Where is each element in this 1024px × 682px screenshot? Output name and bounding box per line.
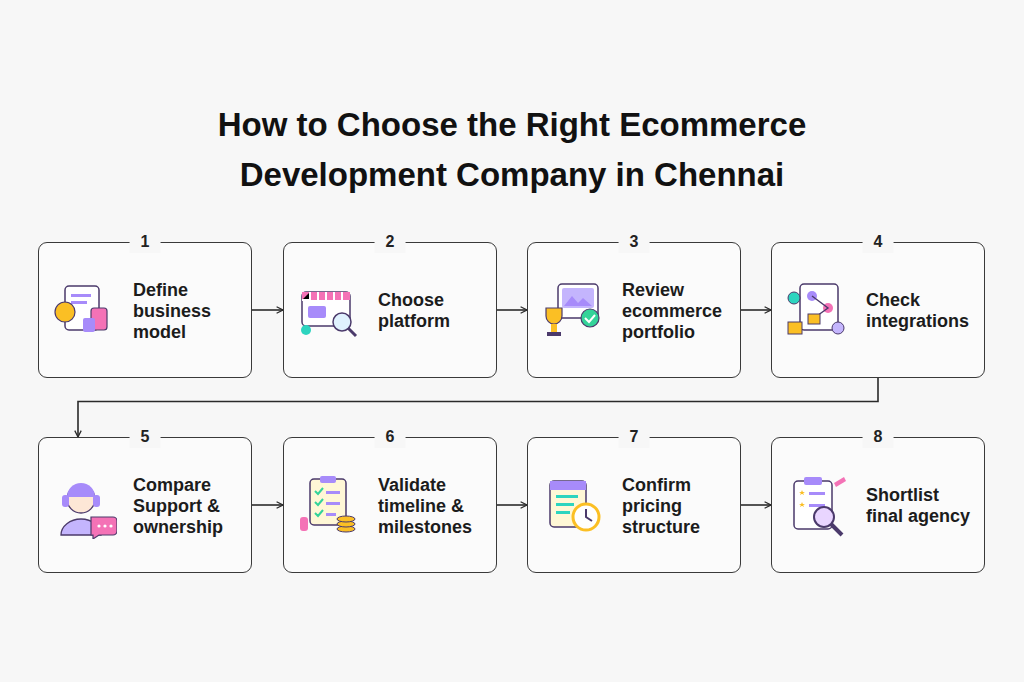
flow-arrow	[741, 504, 771, 506]
step-label: Define business model	[133, 280, 243, 343]
step-box: 4Check integrations	[771, 242, 985, 378]
step-icon	[540, 278, 606, 344]
flow-arrow	[497, 309, 527, 311]
step-number: 6	[375, 426, 406, 448]
step-label: Compare Support & ownership	[133, 475, 243, 538]
step-icon	[784, 278, 850, 344]
step-icon	[296, 278, 362, 344]
step-icon	[540, 473, 606, 539]
step-number: 2	[375, 231, 406, 253]
step-number: 7	[619, 426, 650, 448]
step-box: 1Define business model	[38, 242, 252, 378]
flow-arrow	[252, 309, 283, 311]
step-label: Review ecommerce portfolio	[622, 280, 732, 343]
flow-arrow	[741, 309, 771, 311]
step-label: Check integrations	[866, 290, 976, 332]
flow-arrow	[497, 504, 527, 506]
step-icon	[296, 473, 362, 539]
step-icon	[51, 278, 117, 344]
flow-arrow	[78, 378, 878, 437]
step-number: 5	[130, 426, 161, 448]
step-number: 4	[863, 231, 894, 253]
step-box: 5Compare Support & ownership	[38, 437, 252, 573]
step-label: Validate timeline & milestones	[378, 475, 488, 538]
step-number: 3	[619, 231, 650, 253]
step-icon	[784, 473, 850, 539]
step-icon	[51, 473, 117, 539]
step-box: 2Choose platform	[283, 242, 497, 378]
flow-arrow	[252, 504, 283, 506]
step-box: 3Review ecommerce portfolio	[527, 242, 741, 378]
step-box: 8Shortlist final agency	[771, 437, 985, 573]
step-label: Shortlist final agency	[866, 485, 976, 527]
step-number: 8	[863, 426, 894, 448]
step-label: Choose platform	[378, 290, 488, 332]
step-number: 1	[130, 231, 161, 253]
diagram-title: How to Choose the Right Ecommerce Develo…	[162, 100, 862, 200]
step-box: 7Confirm pricing structure	[527, 437, 741, 573]
step-box: 6Validate timeline & milestones	[283, 437, 497, 573]
step-label: Confirm pricing structure	[622, 475, 732, 538]
